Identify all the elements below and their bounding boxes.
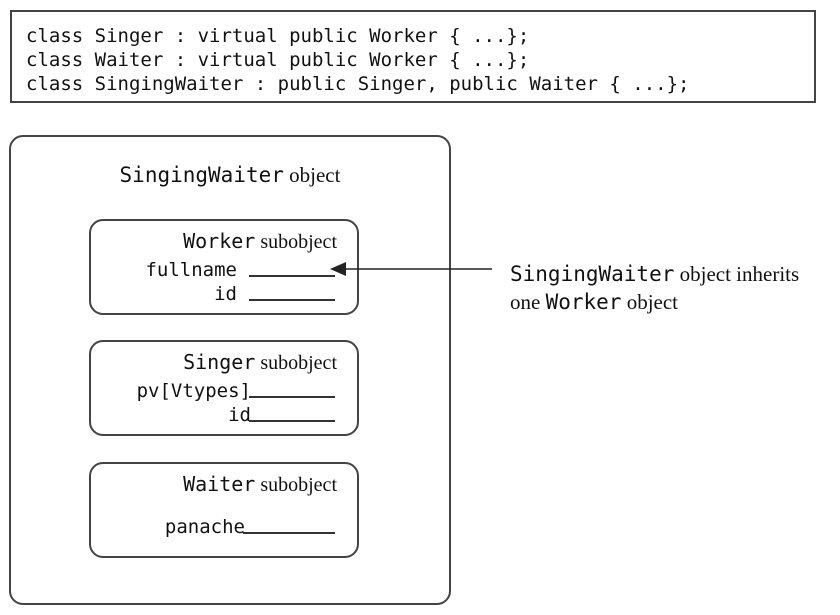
waiter-class-name: Waiter: [183, 472, 256, 496]
annotation-line-2: one Worker object: [510, 288, 799, 316]
annotation-line2-suffix: object: [621, 290, 678, 314]
field-worker-id: id: [214, 283, 237, 305]
field-pv-vtypes-blank: [249, 396, 335, 398]
field-fullname: fullname: [145, 259, 237, 281]
code-line-singer: class Singer : virtual public Worker { .…: [26, 25, 530, 47]
singer-title-suffix: subobject: [255, 352, 337, 374]
singer-class-name: Singer: [183, 350, 256, 374]
worker-subobject-title: Worker subobject: [183, 229, 337, 254]
worker-subobject-box: Worker subobject fullname id: [89, 219, 359, 315]
singer-subobject-title: Singer subobject: [183, 350, 337, 375]
singer-subobject-box: Singer subobject pv[Vtypes] id: [89, 340, 359, 436]
field-panache-blank: [243, 532, 335, 534]
field-pv-vtypes: pv[Vtypes]: [136, 380, 251, 402]
annotation-line1-text: object inherits: [674, 262, 800, 286]
annotation-class-worker: Worker: [545, 290, 622, 314]
worker-class-name: Worker: [183, 229, 256, 253]
code-line-singingwaiter: class SingingWaiter : public Singer, pub…: [26, 73, 690, 95]
field-worker-id-blank: [249, 299, 335, 301]
field-fullname-blank: [249, 275, 335, 277]
field-panache: panache: [164, 516, 245, 538]
annotation-text: SingingWaiter object inherits one Worker…: [510, 260, 799, 316]
code-line-waiter: class Waiter : virtual public Worker { .…: [26, 49, 530, 71]
annotation-line2-text: one: [510, 290, 546, 314]
annotation-line-1: SingingWaiter object inherits: [510, 260, 799, 288]
waiter-subobject-box: Waiter subobject panache: [89, 462, 359, 558]
arrow-head: [330, 262, 346, 276]
field-singer-id-blank: [249, 420, 335, 422]
outer-class-name: SingingWaiter: [119, 163, 284, 187]
waiter-subobject-title: Waiter subobject: [183, 472, 337, 497]
annotation-class-singingwaiter: SingingWaiter: [510, 262, 675, 286]
code-declarations-box: class Singer : virtual public Worker { .…: [10, 10, 816, 103]
worker-title-suffix: subobject: [255, 231, 337, 253]
outer-title-suffix: object: [283, 163, 341, 187]
singingwaiter-object-title: SingingWaiter object: [11, 163, 449, 188]
singingwaiter-object-box: SingingWaiter object Worker subobject fu…: [9, 135, 451, 605]
waiter-title-suffix: subobject: [255, 474, 337, 496]
field-singer-id: id: [228, 404, 251, 426]
